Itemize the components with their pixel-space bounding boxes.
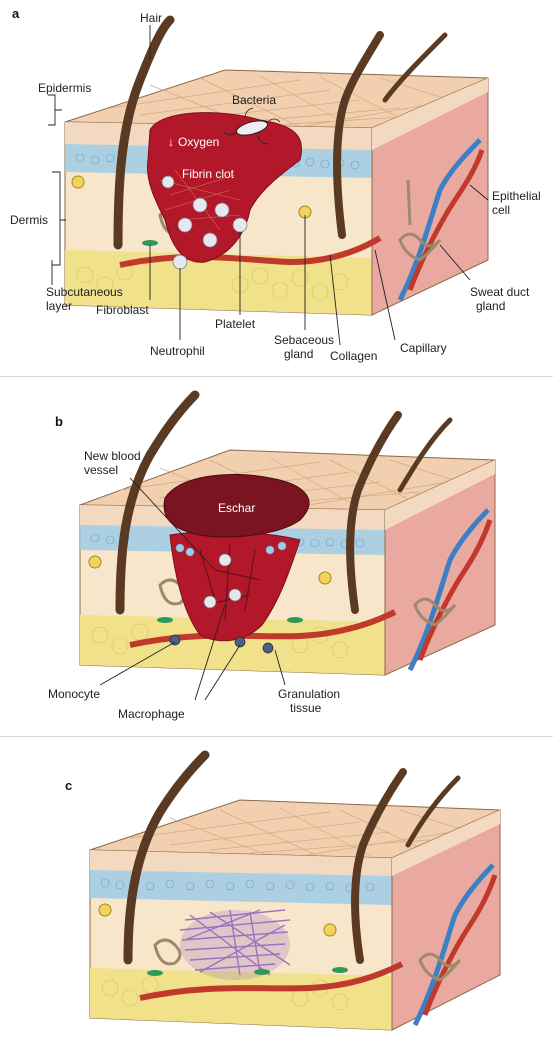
panel-a-letter: a	[12, 6, 20, 21]
label-new-vessel-line1: New blood	[84, 449, 141, 463]
label-neutrophil: Neutrophil	[150, 344, 205, 358]
panel-separator	[0, 376, 553, 377]
svg-text:↓: ↓	[168, 135, 174, 149]
label-capillary: Capillary	[400, 341, 447, 355]
label-granulation-line1: Granulation	[278, 687, 340, 701]
label-sebaceous-line2: gland	[284, 347, 313, 361]
label-sweat-duct-line2: gland	[476, 299, 505, 313]
label-bacteria: Bacteria	[232, 93, 276, 107]
label-collagen: Collagen	[330, 349, 377, 363]
panel-a: a Hair Epidermis Bacteria ↓ Oxygen Fibri…	[0, 0, 553, 372]
label-fibroblast: Fibroblast	[96, 303, 149, 317]
panel-c-letter: c	[65, 778, 72, 793]
panel-a-diagram: a Hair Epidermis Bacteria ↓ Oxygen Fibri…	[0, 0, 553, 372]
label-new-vessel-line2: vessel	[84, 463, 118, 477]
label-macrophage: Macrophage	[118, 707, 185, 721]
label-subcutaneous-line1: Subcutaneous	[46, 285, 123, 299]
label-fibrin-clot: Fibrin clot	[182, 167, 235, 181]
panel-b: b New blood vessel Eschar Monocyte Macro…	[0, 380, 553, 732]
panel-b-letter: b	[55, 414, 63, 429]
label-oxygen: Oxygen	[178, 135, 219, 149]
panel-c-diagram: c	[0, 740, 553, 1064]
label-epidermis: Epidermis	[38, 81, 91, 95]
panel-c: c	[0, 740, 553, 1064]
label-dermis: Dermis	[10, 213, 48, 227]
label-hair: Hair	[140, 11, 162, 25]
label-granulation-line2: tissue	[290, 701, 322, 715]
label-eschar: Eschar	[218, 501, 255, 515]
panel-separator	[0, 736, 553, 737]
label-epithelial-cell-line2: cell	[492, 203, 510, 217]
label-subcutaneous-line2: layer	[46, 299, 72, 313]
panel-b-diagram: b New blood vessel Eschar Monocyte Macro…	[0, 380, 553, 732]
label-sebaceous-line1: Sebaceous	[274, 333, 334, 347]
label-monocyte: Monocyte	[48, 687, 100, 701]
label-platelet: Platelet	[215, 317, 256, 331]
label-epithelial-cell-line1: Epithelial	[492, 189, 541, 203]
label-sweat-duct-line1: Sweat duct	[470, 285, 530, 299]
